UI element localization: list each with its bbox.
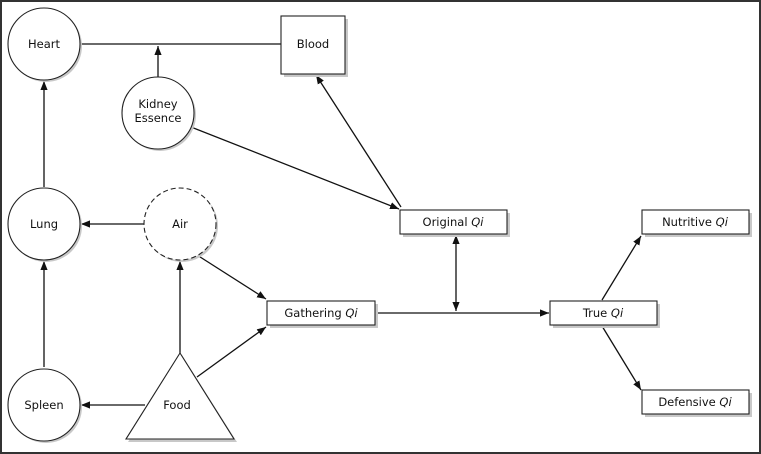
node-food: Food (125, 351, 237, 442)
true-qi-label: True Qi (582, 306, 624, 320)
air-label: Air (172, 217, 188, 231)
spleen-label: Spleen (24, 398, 63, 412)
node-kidney-essence: Kidney Essence (121, 76, 196, 151)
node-original-qi: Original Qi (399, 209, 510, 237)
kidney-label-line2: Essence (134, 111, 181, 125)
node-true-qi: True Qi (549, 300, 660, 328)
edge-kidney-to-original-qi (190, 126, 400, 210)
node-gathering-qi: Gathering Qi (266, 300, 378, 328)
edge-true-qi-to-nutritive-qi (601, 235, 642, 301)
food-label: Food (163, 398, 191, 412)
node-spleen: Spleen (7, 368, 82, 443)
node-nutritive-qi: Nutritive Qi (641, 209, 752, 237)
edge-air-to-gathering-qi (196, 254, 267, 300)
node-heart: Heart (7, 7, 82, 82)
gathering-qi-label: Gathering Qi (284, 306, 358, 320)
node-air: Air (143, 187, 218, 262)
blood-label: Blood (297, 37, 329, 51)
node-lung: Lung (7, 187, 82, 262)
lung-label: Lung (30, 217, 58, 231)
kidney-label-line1: Kidney (138, 97, 177, 111)
heart-label: Heart (28, 37, 60, 51)
edges (40, 43, 642, 409)
edge-food-to-gathering-qi (196, 326, 267, 378)
nutritive-qi-label: Nutritive Qi (662, 215, 729, 229)
node-defensive-qi: Defensive Qi (641, 389, 752, 417)
node-blood: Blood (280, 15, 348, 77)
defensive-qi-label: Defensive Qi (658, 395, 732, 409)
edge-original-qi-to-blood (315, 74, 402, 208)
edge-true-qi-to-defensive-qi (601, 325, 642, 391)
original-qi-label: Original Qi (423, 215, 485, 229)
